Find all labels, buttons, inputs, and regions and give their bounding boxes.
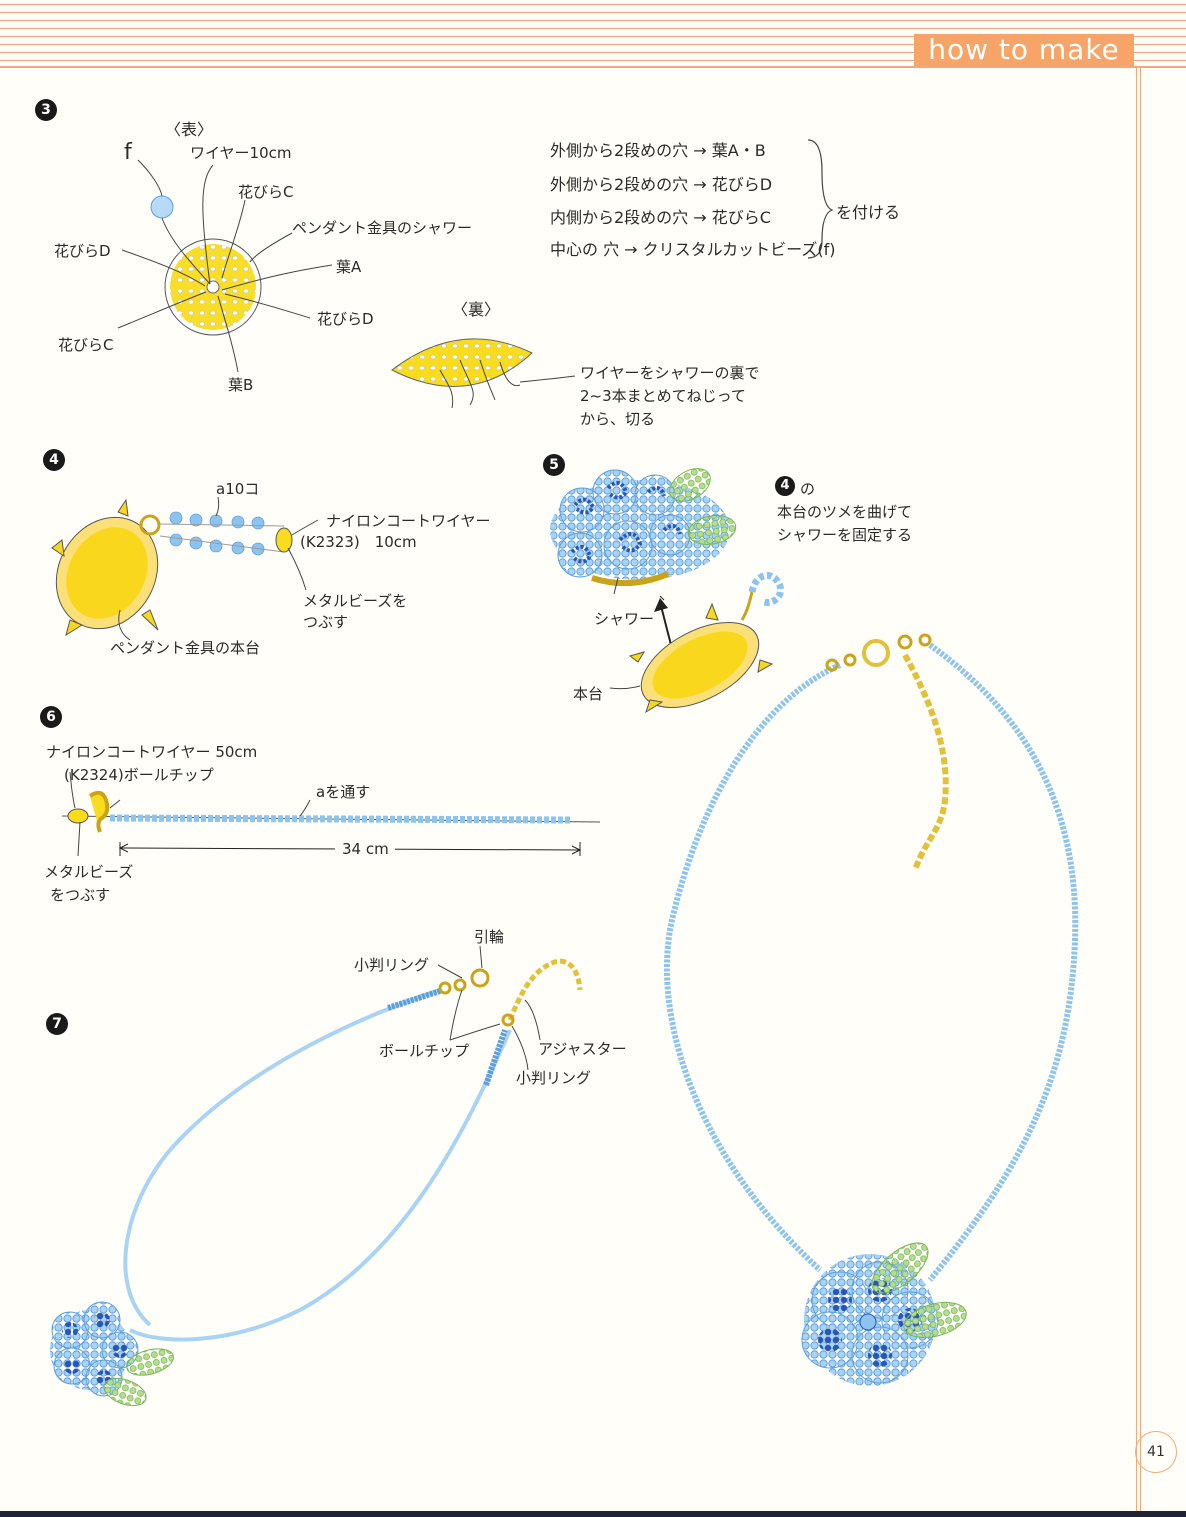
instruction-suffix: を付ける: [836, 203, 901, 222]
ball-tip-label-7: ボールチップ: [379, 1042, 470, 1060]
step3-front-diagram: [117, 159, 333, 373]
nylon-wire-label-2: (K2323) 10cm: [300, 533, 417, 551]
ring-top-label: 小判リング: [354, 956, 430, 974]
step6-metal-bead-2: をつぶす: [50, 886, 111, 904]
label-petal-c-top: 花びらC: [238, 183, 294, 201]
page-number: 41: [1135, 1431, 1177, 1473]
back-note-2: 2~3本まとめてねじって: [580, 387, 746, 405]
note-ref-suffix: の: [800, 480, 816, 498]
step3-back-diagram: [391, 139, 834, 409]
nylon-wire-label-1: ナイロンコートワイヤー: [326, 512, 491, 530]
back-label: 〈裏〉: [452, 300, 501, 319]
front-label: 〈表〉: [165, 120, 214, 139]
back-note-1: ワイヤーをシャワーの裏で: [580, 364, 760, 382]
thread-a-label: aを通す: [316, 783, 371, 801]
label-f: f: [124, 140, 132, 165]
metal-bead-label-1: メタルビーズを: [303, 592, 408, 610]
bottom-bar: [0, 1511, 1186, 1517]
base-label: 本台: [573, 685, 604, 703]
label-petal-c-bottom: 花びらC: [58, 336, 114, 354]
step7-necklace-diagram: [50, 945, 583, 1407]
margin-rule: [1136, 66, 1137, 1517]
ball-tip-label: (K2324)ボールチップ: [64, 766, 214, 784]
step5-note-2: シャワーを固定する: [777, 526, 913, 544]
ring-bottom-label: 小判リング: [516, 1069, 592, 1087]
length-label: 34 cm: [342, 840, 389, 858]
shower-label: シャワー: [594, 610, 655, 628]
clasp-label: 引輪: [474, 928, 505, 946]
instruction-3: 内側から2段めの穴 → 花びらC: [550, 208, 771, 227]
nylon-wire-50-label: ナイロンコートワイヤー 50cm: [46, 743, 258, 761]
finished-necklace-illustration: [663, 633, 1079, 1386]
step-6-marker: 6: [40, 706, 62, 728]
step-5-marker: 5: [543, 454, 565, 476]
label-petal-d-left: 花びらD: [54, 242, 111, 260]
step5-diagram: [550, 468, 785, 714]
step4-diagram: [51, 496, 319, 641]
header-lines: [0, 0, 1186, 70]
instruction-4: 中心の 穴 → クリスタルカットビーズ(f): [550, 240, 836, 259]
metal-bead-label-2: つぶす: [303, 613, 349, 631]
label-shower: ペンダント金具のシャワー: [292, 219, 473, 237]
margin-rule-2: [1140, 66, 1141, 1517]
pendant-base-label: ペンダント金具の本台: [110, 639, 261, 657]
label-wire: ワイヤー10cm: [190, 144, 292, 162]
bead-count-label: a10コ: [216, 480, 260, 498]
step5-note-1: 本台のツメを曲げて: [777, 503, 913, 521]
note-ref-marker: 4: [775, 476, 795, 496]
label-petal-d-right: 花びらD: [317, 310, 374, 328]
label-leaf-a: 葉A: [336, 258, 362, 276]
adjuster-label: アジャスター: [538, 1040, 627, 1058]
instruction-1: 外側から2段めの穴 → 葉A・B: [550, 141, 766, 160]
instruction-2: 外側から2段めの穴 → 花びらD: [550, 175, 773, 194]
back-note-3: から、切る: [580, 410, 656, 428]
header-title: how to make: [914, 34, 1134, 66]
step-7-marker: 7: [46, 1013, 68, 1035]
label-leaf-b: 葉B: [228, 376, 254, 394]
step6-diagram: [61, 771, 601, 859]
step6-metal-bead-1: メタルビーズ: [44, 863, 134, 881]
step-4-marker: 4: [43, 449, 65, 471]
step-3-marker: 3: [35, 99, 57, 121]
